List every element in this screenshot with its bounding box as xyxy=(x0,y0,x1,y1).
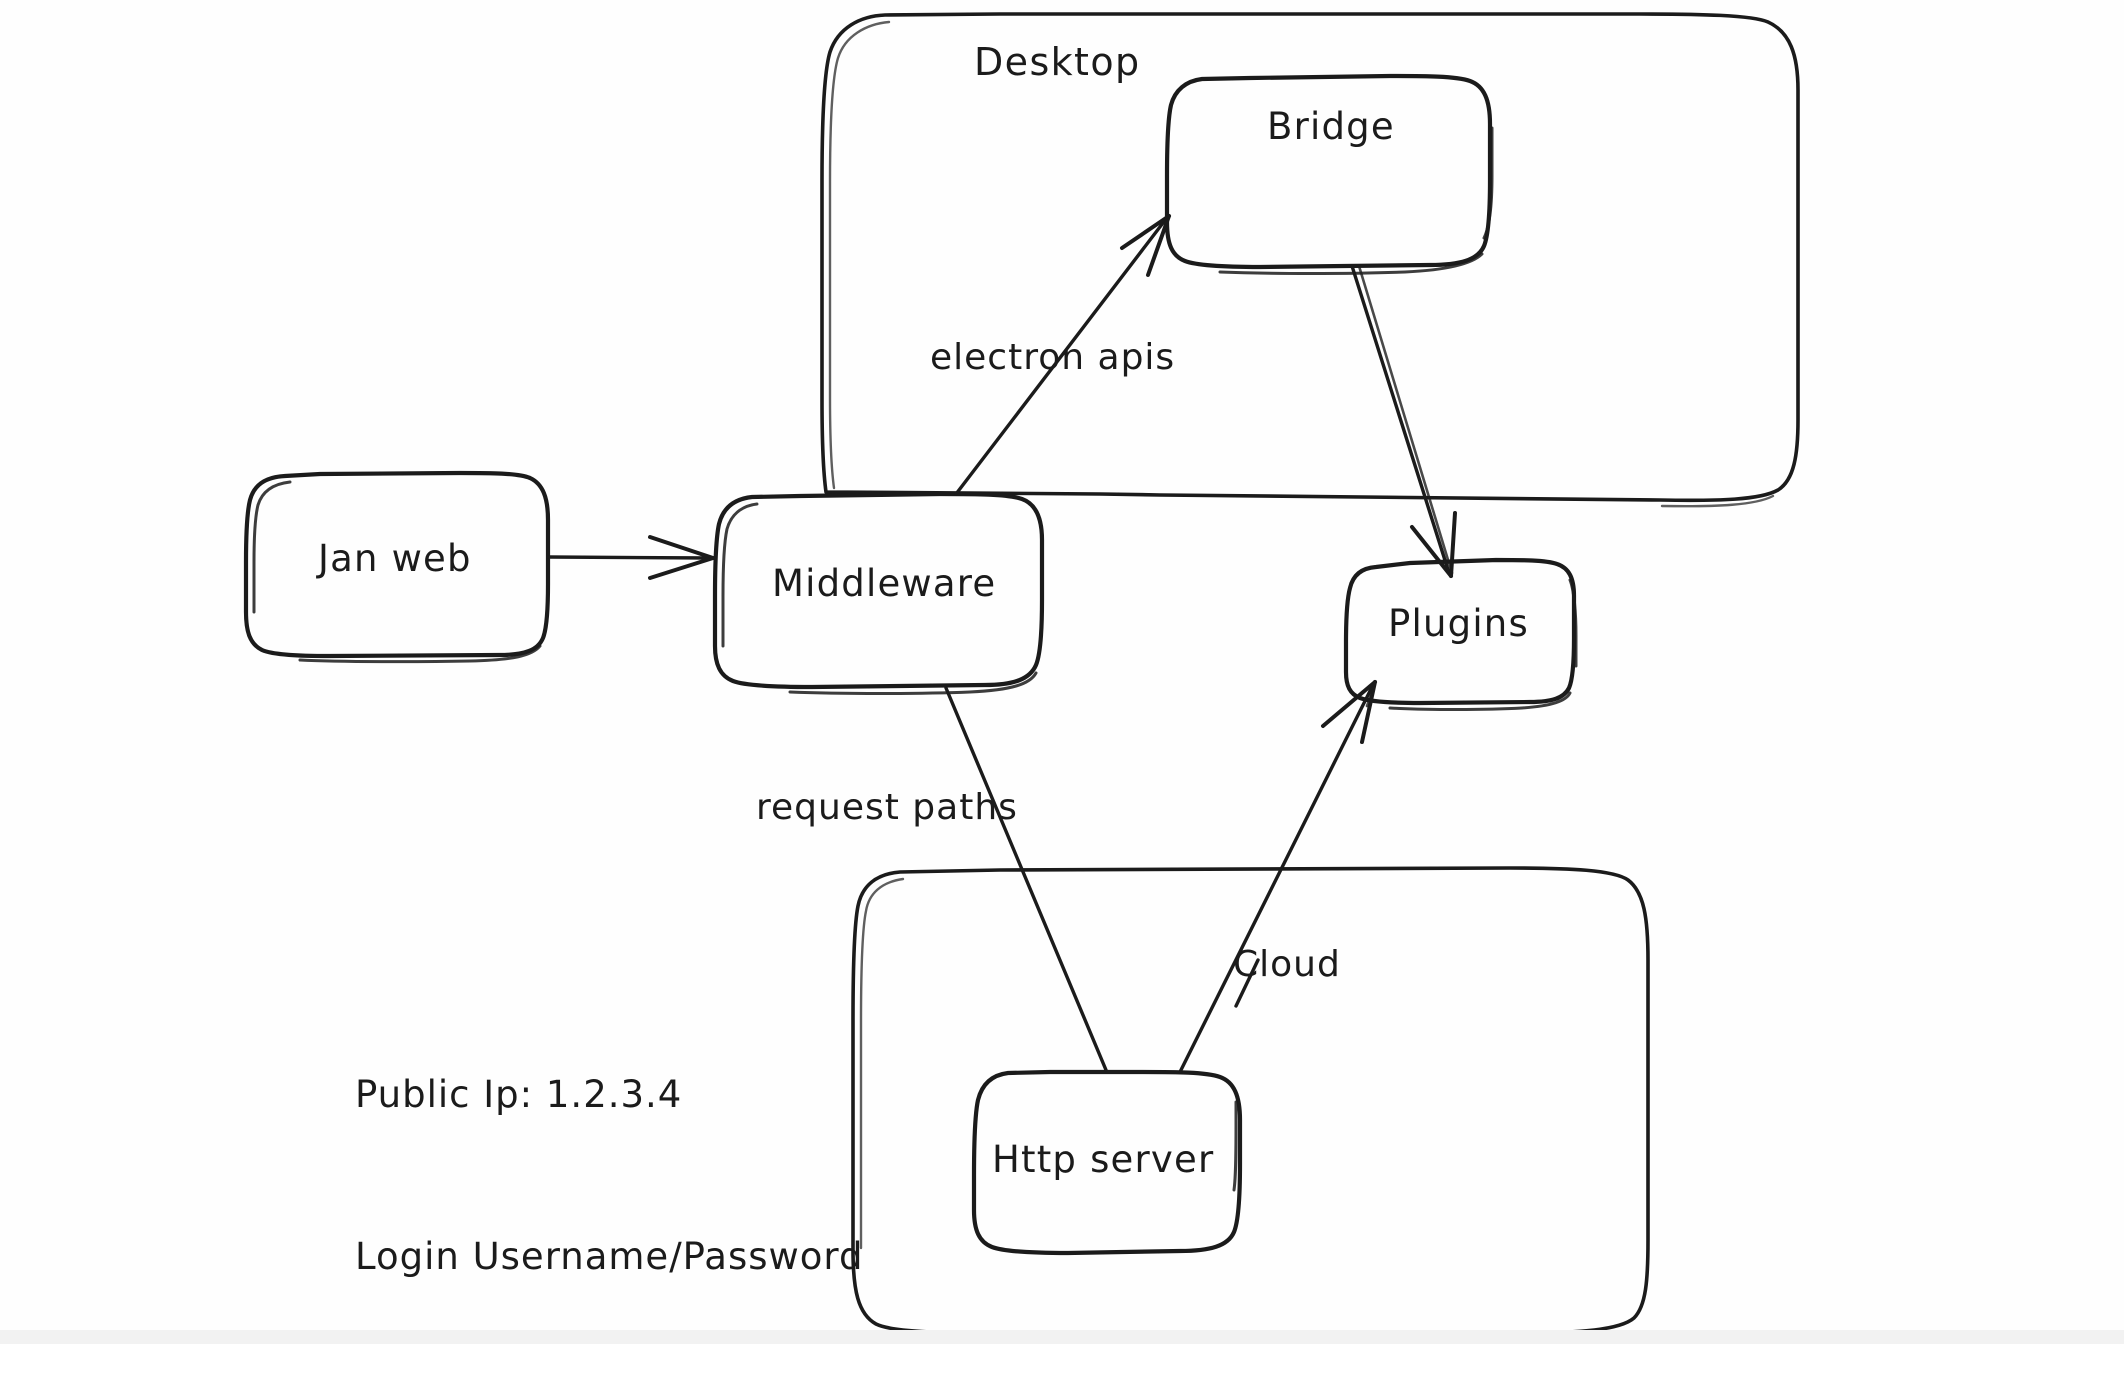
node-label-middleware: Middleware xyxy=(772,562,997,605)
note-login-line: Login Username/Password xyxy=(355,1235,864,1278)
diagram-svg xyxy=(243,12,1800,1335)
node-label-http-server: Http server xyxy=(992,1138,1215,1181)
edge-label-electron-apis: electron apis xyxy=(930,337,1176,378)
node-http-server[interactable] xyxy=(971,1069,1243,1256)
edge-http-server-to-plugins xyxy=(1178,680,1377,1074)
container-desktop[interactable] xyxy=(820,12,1800,508)
node-plugins[interactable] xyxy=(1343,557,1578,711)
node-bridge[interactable] xyxy=(1164,73,1494,275)
container-label-desktop: Desktop xyxy=(974,40,1141,84)
edge-label-cloud: Cloud xyxy=(1233,944,1341,985)
note-public-ip-line: Public Ip: 1.2.3.4 xyxy=(355,1073,683,1116)
edge-http-server-to-middleware xyxy=(944,686,1108,1072)
node-label-bridge: Bridge xyxy=(1267,105,1395,148)
edge-middleware-to-bridge xyxy=(954,214,1171,496)
node-jan-web[interactable] xyxy=(243,470,551,664)
edge-jan-web-to-middleware xyxy=(546,535,715,580)
edge-label-request-paths: request paths xyxy=(756,787,1018,828)
bottom-edge-strip xyxy=(0,1330,2124,1344)
cloud-label-crossing-stroke xyxy=(1234,958,1260,1008)
node-label-plugins: Plugins xyxy=(1388,602,1529,645)
edge-bridge-to-plugins xyxy=(1350,264,1457,578)
diagram-canvas: Desktop Bridge Jan web Middleware Plugin… xyxy=(0,12,2124,1344)
note-public-ip: Public Ip: 1.2.3.4 Login Username/Passwo… xyxy=(355,960,863,1392)
container-cloud-group[interactable] xyxy=(851,866,1650,1335)
node-middleware[interactable] xyxy=(712,491,1045,695)
node-label-jan-web: Jan web xyxy=(318,537,472,580)
